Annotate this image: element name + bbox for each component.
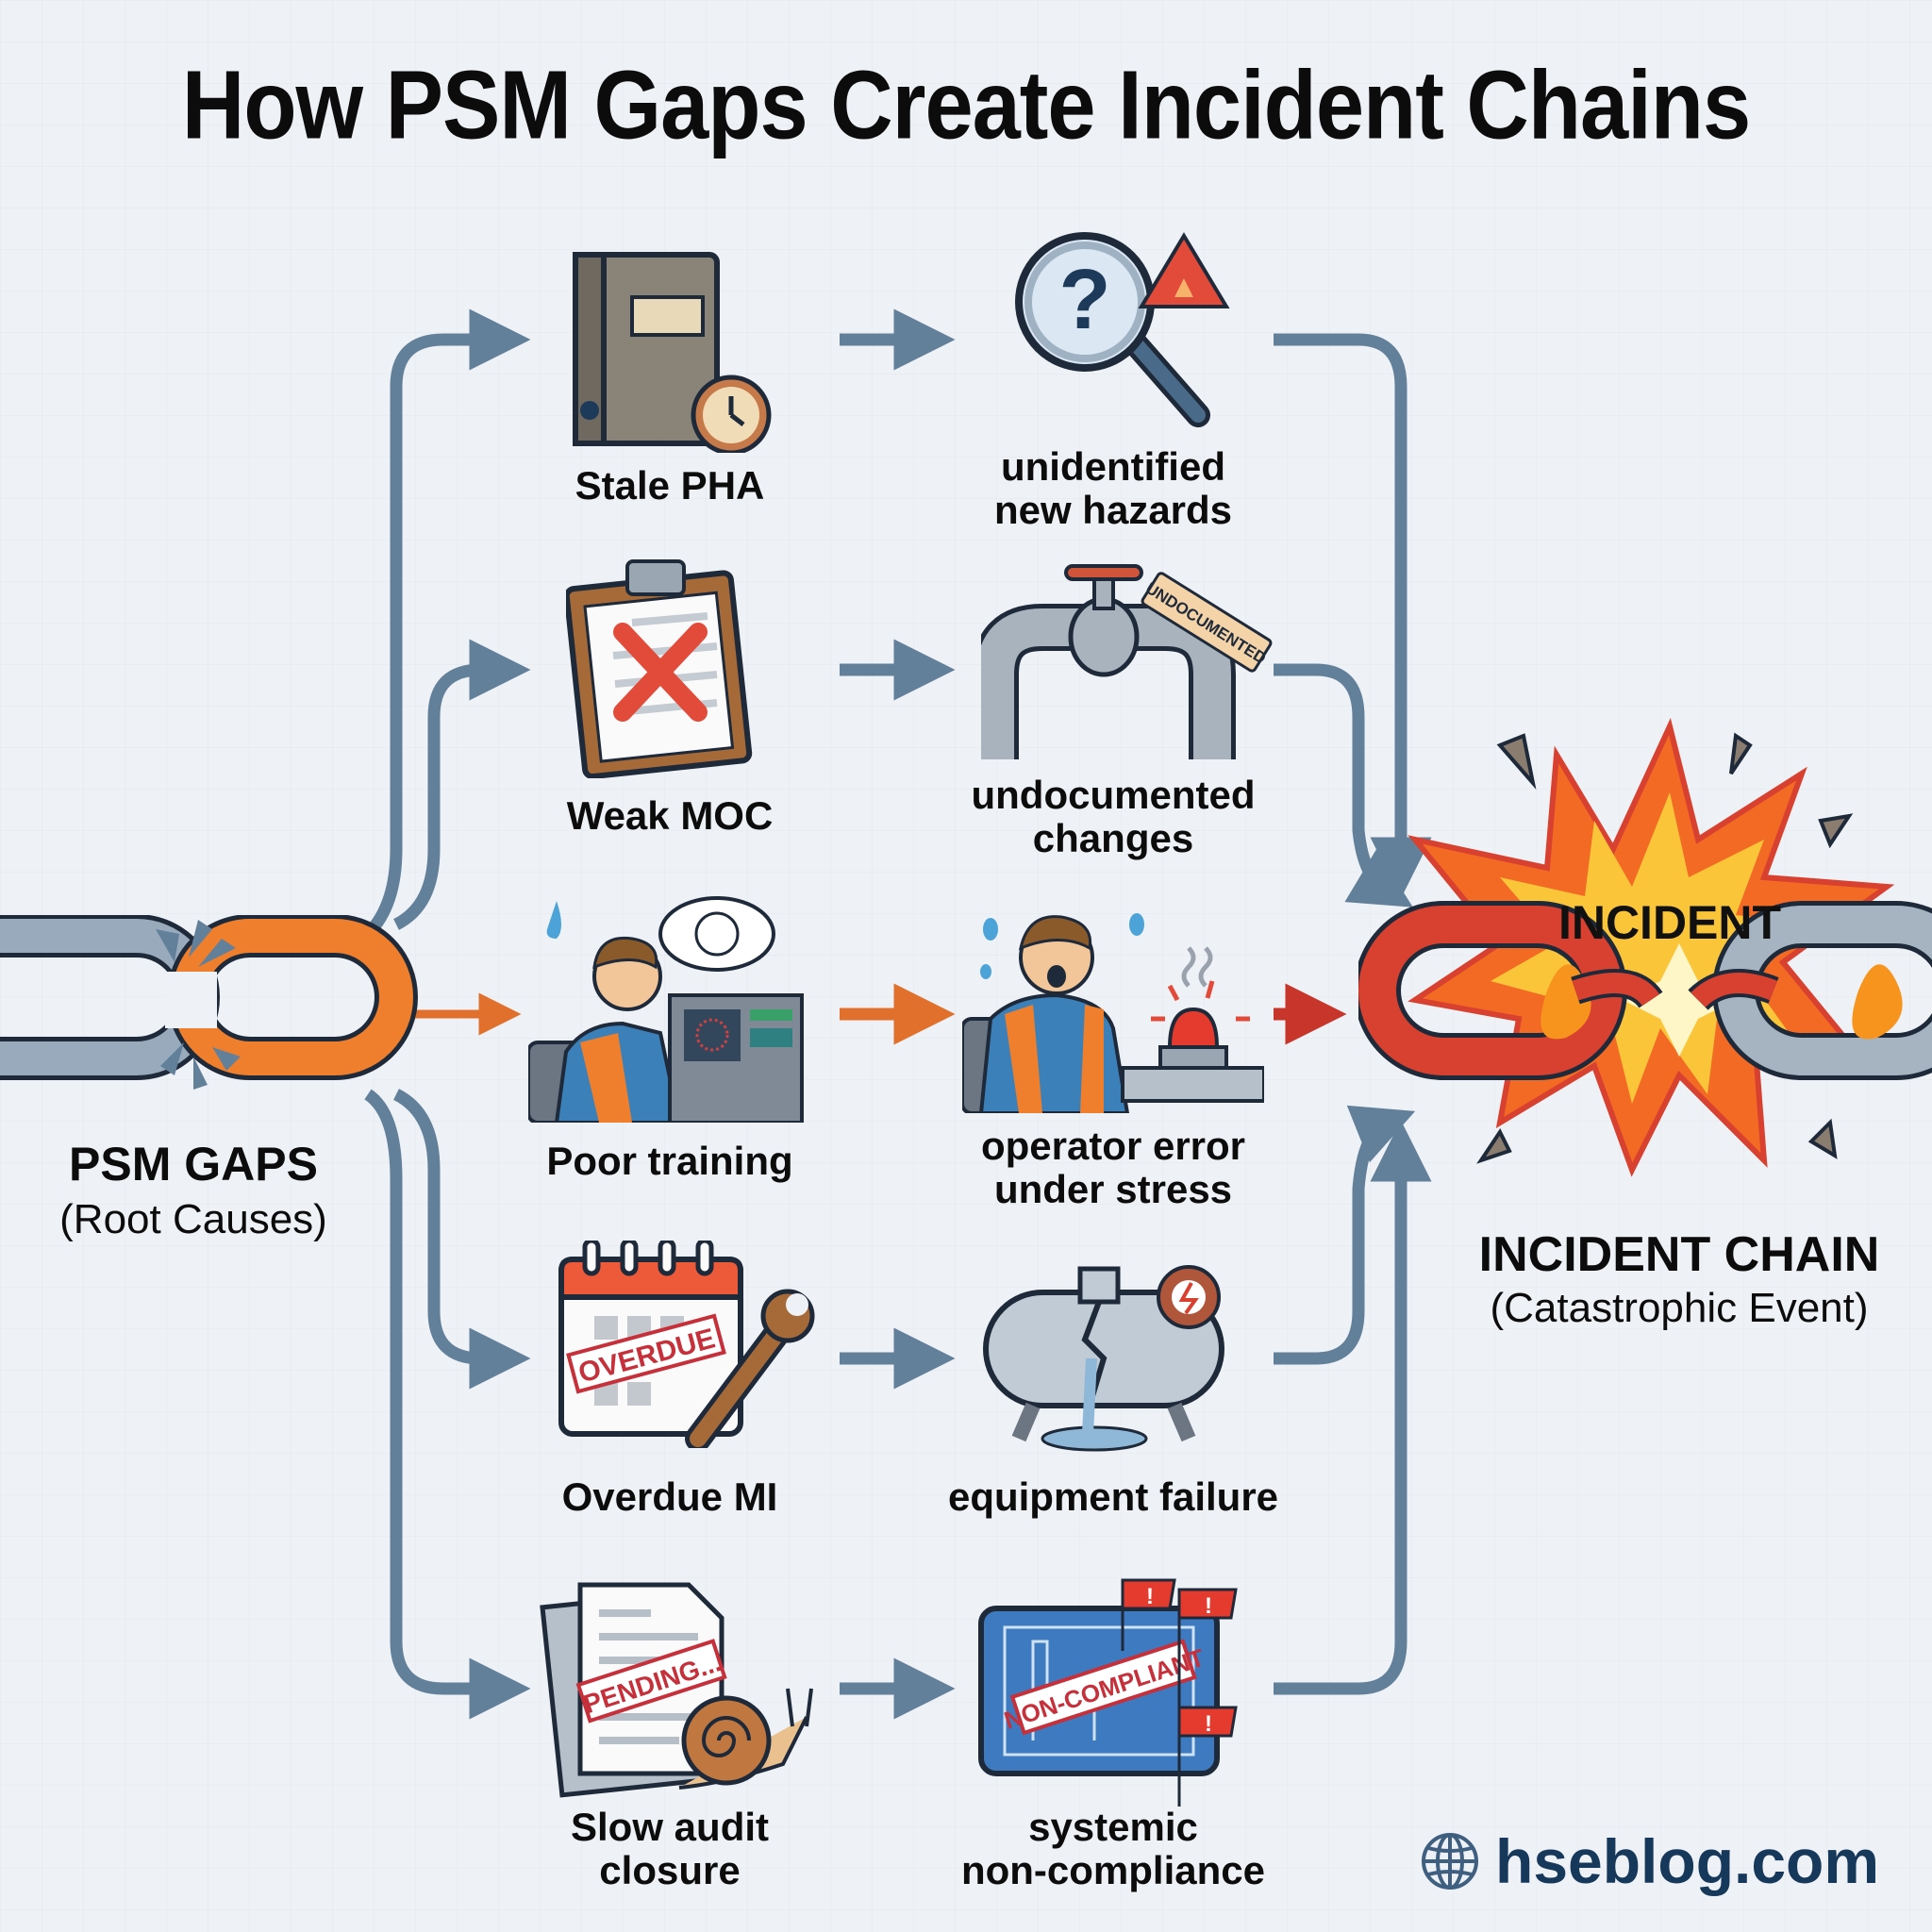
- source-label: PSM GAPS: [69, 1138, 318, 1191]
- cause-label-1: Stale PHA: [575, 463, 765, 508]
- svg-text:!: !: [1205, 1711, 1212, 1737]
- site-url[interactable]: hseblog.com: [1495, 1826, 1880, 1896]
- panicked-operator-alarm-icon: [962, 913, 1264, 1113]
- target-sublabel: (Catastrophic Event): [1490, 1285, 1869, 1331]
- magnifier-question-hazard-icon: ? ▲: [1015, 232, 1230, 427]
- exploding-chain-icon: INCIDENT: [1358, 718, 1932, 1177]
- svg-text:▲: ▲: [1168, 269, 1200, 305]
- calendar-wrench-icon: OVERDUE: [558, 1241, 815, 1448]
- branch-arrow-overdue-mi: [392, 1089, 531, 1390]
- cause-label-4: Overdue MI: [561, 1474, 778, 1519]
- source-sublabel: (Root Causes): [59, 1196, 327, 1242]
- effect-label-4: equipment failure: [947, 1474, 1279, 1519]
- cracked-tank-leak-icon: [983, 1265, 1224, 1452]
- footer-brand: hseblog.com: [1420, 1825, 1879, 1897]
- effect-label-1: unidentified new hazards: [993, 444, 1233, 532]
- globe-icon: [1422, 1833, 1478, 1890]
- effect-label-3: operator error under stress: [980, 1124, 1246, 1211]
- merge-arrow-2: [1274, 663, 1413, 908]
- svg-text:!: !: [1146, 1584, 1154, 1609]
- branch-arrow-slow-audit: [364, 1089, 531, 1720]
- cause-label-2: Weak MOC: [566, 793, 774, 838]
- valve-pipe-tag-icon: UNDOCUMENTED: [981, 564, 1273, 759]
- incident-burst-text: INCIDENT: [1558, 896, 1781, 949]
- blueprint-red-flags-icon: NON-COMPLIANT !!!: [978, 1578, 1238, 1807]
- broken-chain-link-icon: [0, 915, 418, 1090]
- cause-label-3: Poor training: [546, 1139, 793, 1183]
- cause-label-5: Slow audit closure: [571, 1805, 769, 1892]
- svg-text:!: !: [1205, 1593, 1212, 1619]
- merge-arrow-1: [1274, 333, 1432, 899]
- clipboard-x-icon: [566, 559, 753, 778]
- page-title: How PSM Gaps Create Incident Chains: [181, 51, 1751, 160]
- dusty-binder-clock-icon: [573, 252, 772, 453]
- effect-label-2: undocumented changes: [971, 773, 1256, 860]
- target-label: INCIDENT CHAIN: [1478, 1227, 1880, 1282]
- branch-arrow-stale-pha: [363, 308, 531, 939]
- merge-arrow-5: [1274, 1120, 1432, 1695]
- branch-arrow-weak-moc: [392, 639, 531, 930]
- effect-label-5: systemic non-compliance: [960, 1805, 1266, 1892]
- svg-text:?: ?: [1059, 253, 1111, 347]
- documents-snail-icon: PENDING...: [540, 1582, 813, 1798]
- confused-operator-icon: [528, 896, 804, 1123]
